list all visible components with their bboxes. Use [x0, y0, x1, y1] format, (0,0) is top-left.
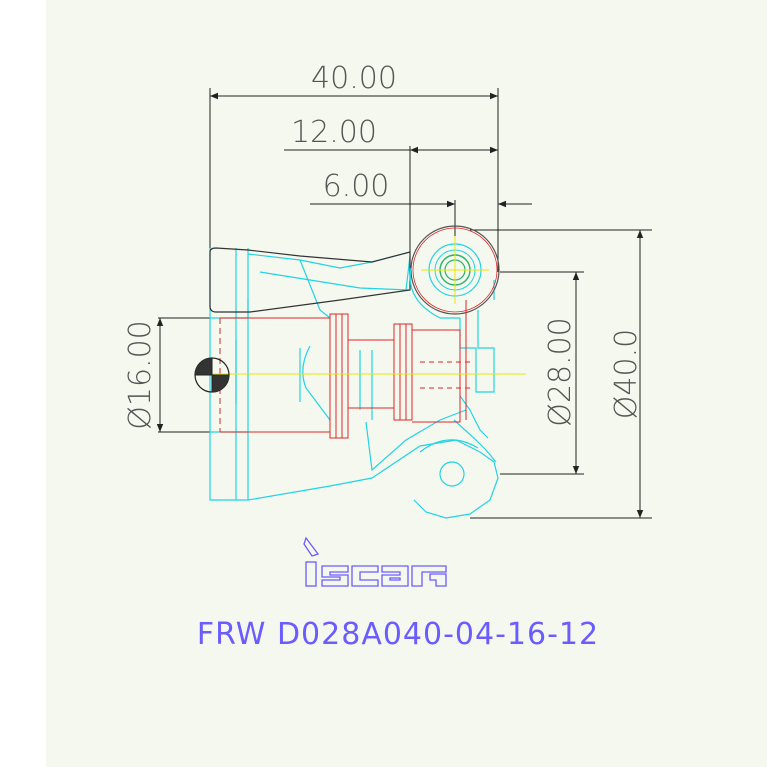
part-number: FRW D028A040-04-16-12	[197, 617, 599, 652]
dim-length-12: 12.00	[291, 115, 377, 150]
dim-cutting-diameter: Ø28.00	[543, 317, 578, 427]
dimension-lines	[156, 88, 652, 519]
dim-overall-length: 40.00	[311, 61, 397, 96]
hidden-lines	[219, 300, 470, 439]
dim-outer-diameter: Ø40.0	[609, 329, 644, 419]
dim-length-6: 6.00	[323, 169, 390, 204]
section-symbol	[194, 357, 230, 393]
dim-shank-diameter: Ø16.00	[123, 320, 158, 430]
cutting-insert	[409, 225, 500, 319]
iscar-logo	[303, 536, 447, 587]
